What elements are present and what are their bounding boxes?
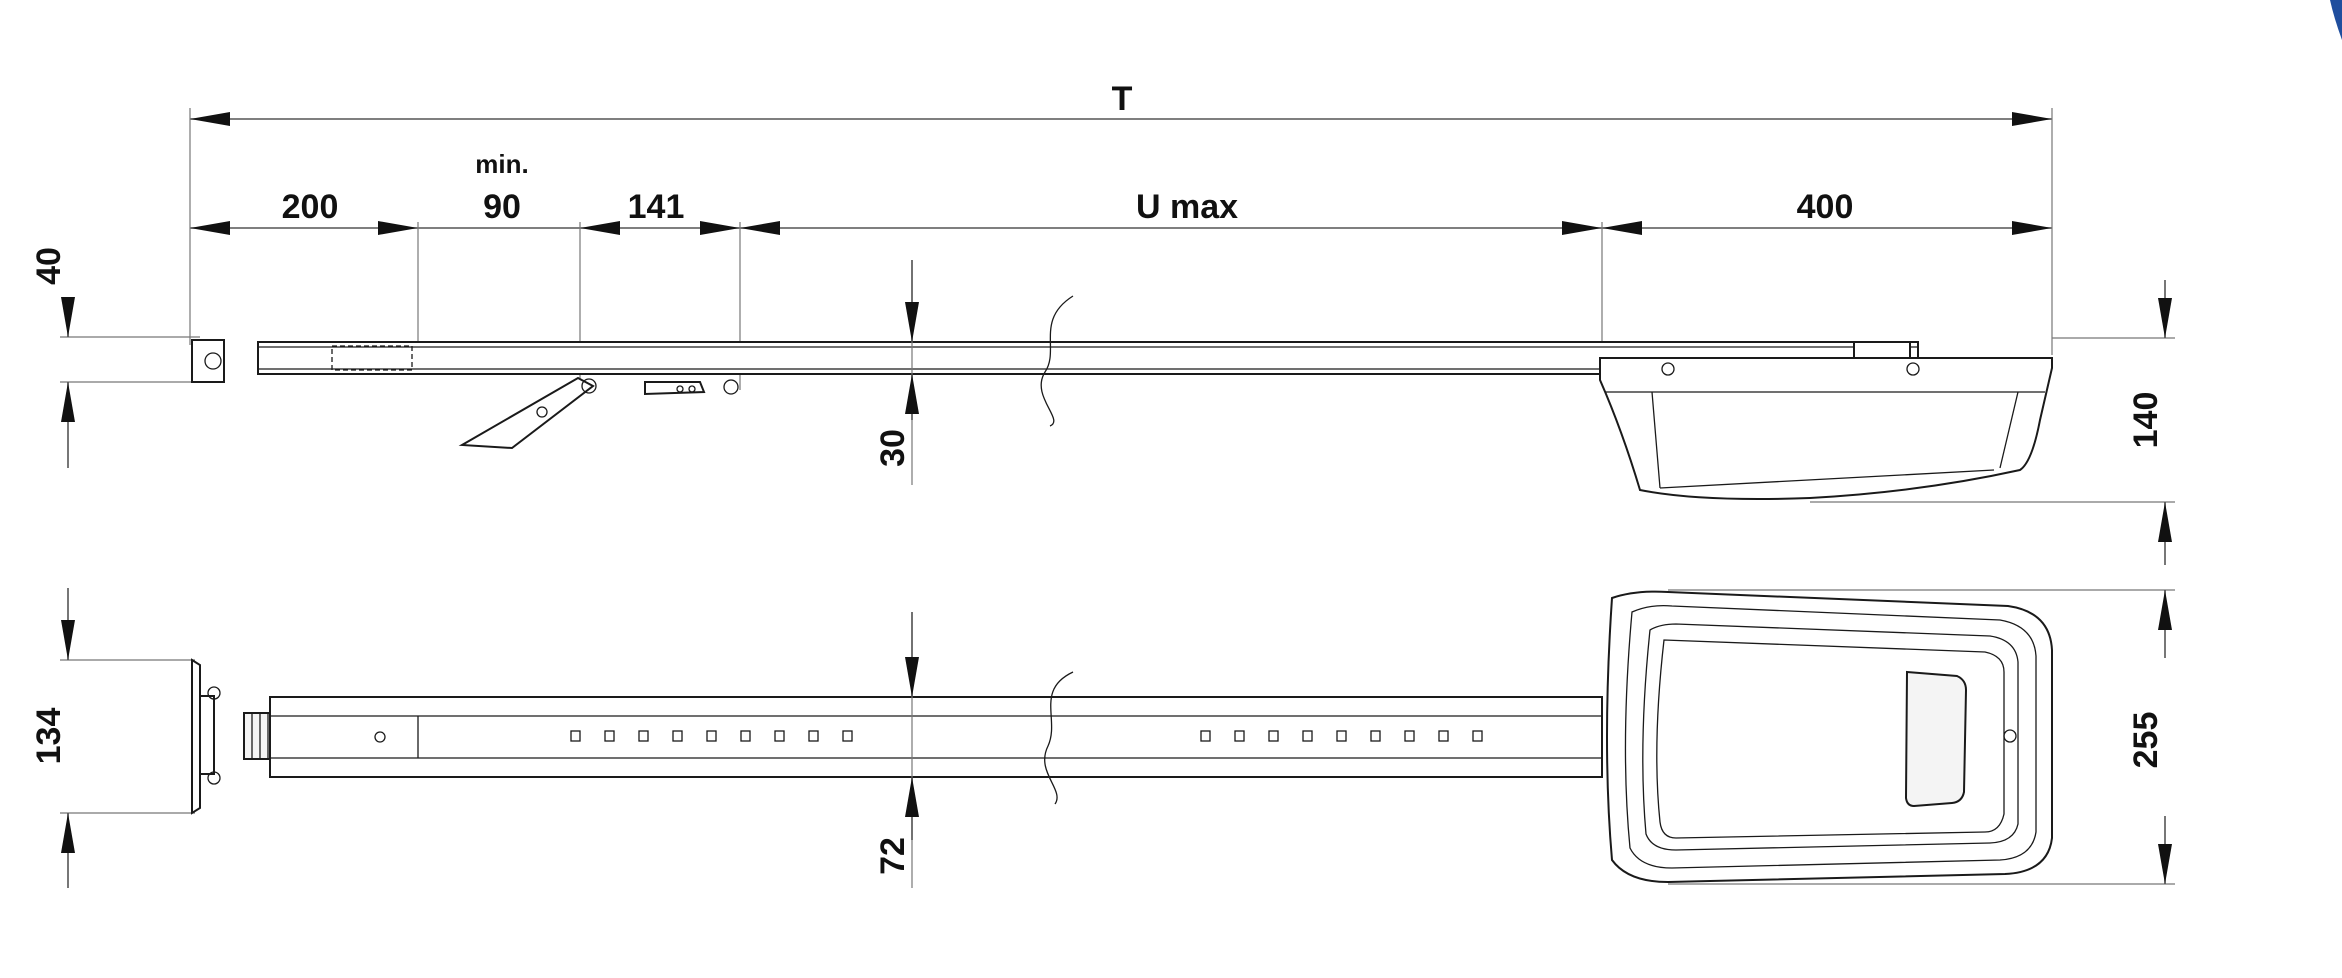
dim-label-40: 40 — [30, 247, 68, 285]
slot-holes-left — [570, 730, 853, 742]
light-cover — [1904, 670, 1968, 808]
dim-label-min: min. — [475, 149, 528, 179]
rail-side-view: 40 30 — [30, 247, 2175, 565]
dim-label-141: 141 — [628, 188, 685, 226]
rail-top — [269, 696, 1603, 778]
door-arm-side — [458, 376, 595, 450]
dim-label-72: 72 — [874, 837, 912, 875]
slot-holes-right — [1200, 730, 1483, 742]
corner-accent-shape — [2330, 0, 2342, 40]
dim-label-200: 200 — [282, 188, 339, 226]
dimension-total: T — [190, 80, 2052, 126]
dim-label-400: 400 — [1797, 188, 1854, 226]
rail-top-view: 134 — [30, 588, 2175, 888]
dim-label-140: 140 — [2127, 392, 2165, 449]
dim-label-umax: U max — [1136, 188, 1238, 226]
wall-bracket-top — [191, 658, 201, 815]
wall-bracket-side — [191, 339, 225, 383]
dim-label-30: 30 — [874, 429, 912, 467]
dim-label-total: T — [1112, 80, 1133, 118]
motor-housing-side — [1599, 357, 2053, 500]
break-symbol-side — [1040, 295, 1074, 427]
dimension-row-segments: 200 min. 90 141 U max 400 — [190, 149, 2052, 235]
dim-label-90: 90 — [483, 188, 521, 226]
motor-housing-top — [1606, 590, 2053, 884]
dim-label-134: 134 — [30, 708, 68, 765]
break-symbol-top — [1044, 671, 1074, 805]
dim-label-255: 255 — [2127, 712, 2165, 769]
